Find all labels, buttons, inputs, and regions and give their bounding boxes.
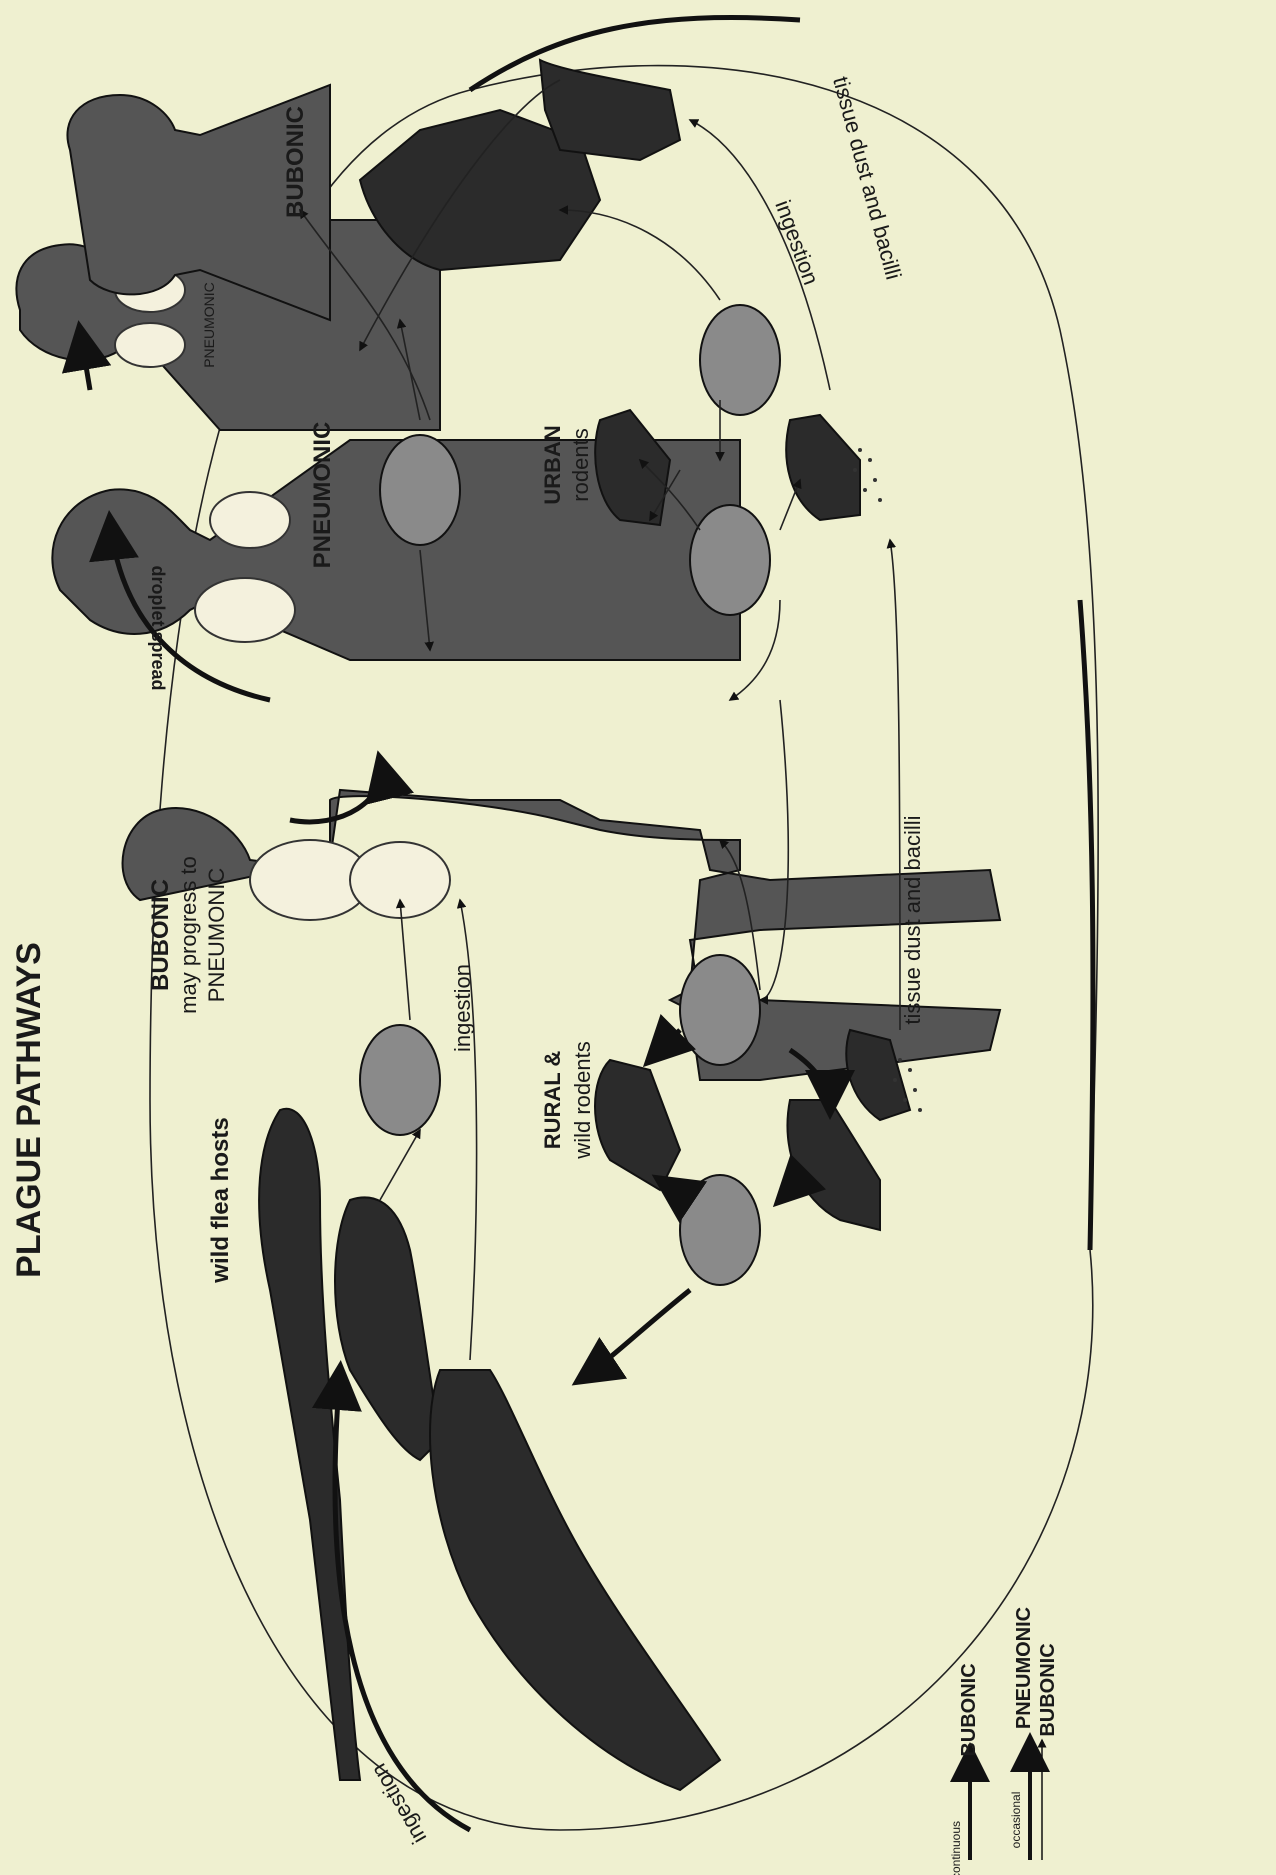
legend: continuous BUBONIC occasional PNEUMONIC … xyxy=(949,1607,1059,1875)
flea-urban-1 xyxy=(690,505,770,615)
label-pneumonic-large: PNEUMONIC xyxy=(309,422,336,569)
arrow-thin-1 xyxy=(380,1130,420,1200)
animal-rural-rat-1 xyxy=(595,1060,680,1190)
label-ingestion-center: ingestion xyxy=(450,964,475,1052)
flea-wild-1 xyxy=(360,1025,440,1135)
animal-squirrel xyxy=(430,1370,720,1790)
label-urban-line2: rodents xyxy=(568,428,593,501)
legend-occasional-value-2: BUBONIC xyxy=(1037,1643,1059,1736)
label-pneumonic-small: PNEUMONIC xyxy=(201,282,217,368)
label-droplet-spread: droplet spread xyxy=(148,565,168,690)
flea-human xyxy=(380,435,460,545)
legend-occasional-label: occasional xyxy=(1009,1792,1023,1849)
label-bubonic-progress-line2: may progress to xyxy=(176,856,201,1014)
arrow-thin-13 xyxy=(780,480,800,530)
label-rural-line2: wild rodents xyxy=(570,1041,595,1159)
outer-cycle-thick-right xyxy=(1080,600,1093,1250)
label-ingestion-right: ingestion xyxy=(770,197,824,288)
arrow-flea-to-squirrel xyxy=(580,1290,690,1380)
label-urban-line1: URBAN xyxy=(540,425,565,504)
arrow-rural-cycle-1 xyxy=(650,1030,680,1060)
label-rural-line1: RURAL & xyxy=(540,1051,565,1150)
label-bubonic-progress-line1: BUBONIC xyxy=(147,879,174,991)
animal-rural-rat-2 xyxy=(787,1100,880,1230)
arrow-thin-16 xyxy=(890,540,900,1030)
arrow-rural-cycle-3 xyxy=(780,1180,800,1200)
label-bubonic-progress-line3: PNEUMONIC xyxy=(204,868,229,1003)
animal-cat xyxy=(540,60,680,160)
flea-rural xyxy=(680,955,760,1065)
legend-occasional-value-1: PNEUMONIC xyxy=(1013,1607,1035,1729)
label-wild-flea-hosts: wild flea hosts xyxy=(207,1117,234,1283)
legend-continuous-label: continuous xyxy=(949,1821,963,1875)
label-tissue-dust-bottom: tissue dust and bacilli xyxy=(900,815,925,1024)
label-bubonic-top: BUBONIC xyxy=(282,106,309,218)
legend-continuous-value: BUBONIC xyxy=(958,1663,980,1756)
flea-urban-2 xyxy=(700,305,780,415)
arrow-rural-cycle-4 xyxy=(660,1180,690,1200)
animal-urban-rat-2 xyxy=(786,415,860,520)
diagram-title: PLAGUE PATHWAYS xyxy=(10,942,48,1278)
animal-weasel xyxy=(335,1197,440,1460)
label-tissue-dust-top: tissue dust and bacilli xyxy=(828,74,906,282)
label-ingestion-left: ingestion xyxy=(366,1759,432,1848)
arrow-thin-17 xyxy=(760,700,788,1000)
flea-wild-2 xyxy=(680,1175,760,1285)
